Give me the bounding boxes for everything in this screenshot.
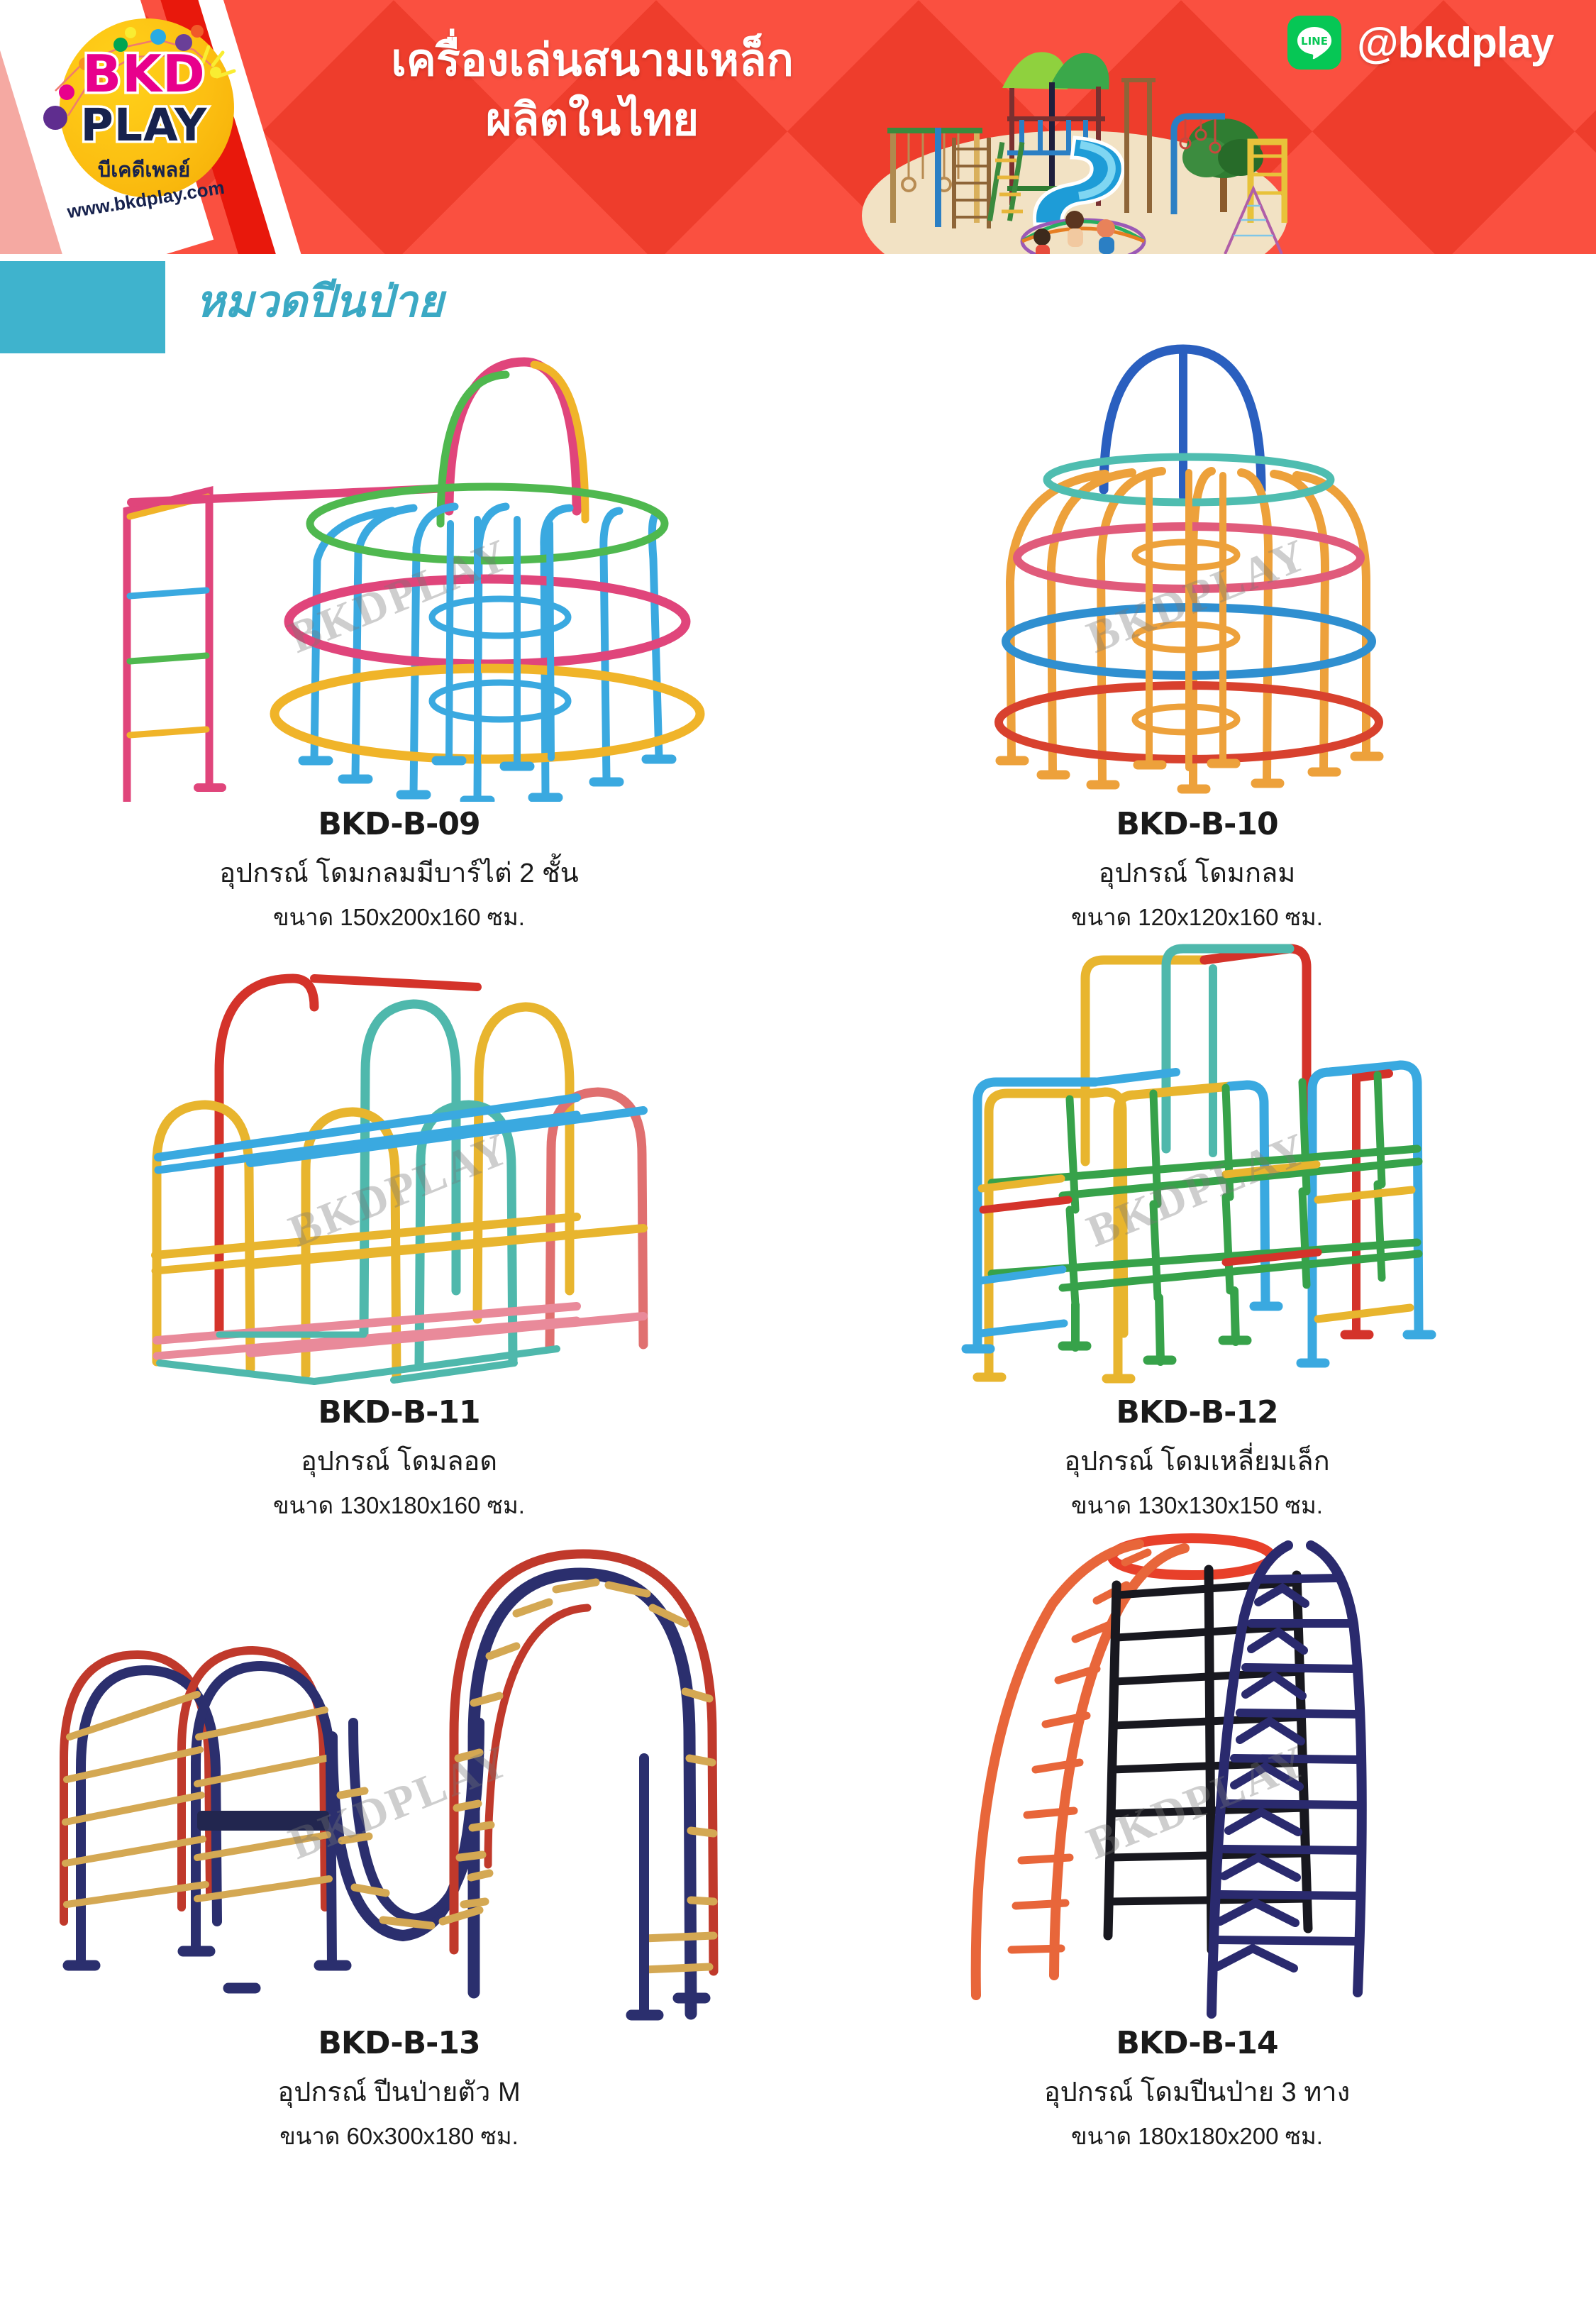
product-name: อุปกรณ์ โดมเหลี่ยมเล็ก <box>1064 1447 1330 1477</box>
product-caption: BKD-B-10 อุปกรณ์ โดมกลม ขนาด 120x120x160… <box>1071 806 1323 936</box>
product-size: ขนาด 60x300x180 ซม. <box>279 2123 519 2149</box>
round-dome-graphic <box>994 344 1383 794</box>
product-row: BKDPLAY BKD-B-13 อุปกรณ์ ปีนป่ายตัว M ขน… <box>0 1524 1596 2155</box>
product-caption: BKD-B-13 อุปกรณ์ ปีนป่ายตัว M ขนาด 60x30… <box>277 2025 520 2155</box>
product-name: อุปกรณ์ โดมลอด <box>300 1447 498 1477</box>
product-card[interactable]: BKDPLAY BKD-B-14 อุปกรณ์ โดมปีนป่าย 3 ทา… <box>798 1524 1596 2155</box>
logo-play-text: PLAY <box>78 97 209 154</box>
logo-blob <box>60 18 234 197</box>
product-image-bkd-b-12: BKDPLAY <box>798 936 1596 1390</box>
product-size: ขนาด 150x200x160 ซม. <box>273 904 525 930</box>
product-caption: BKD-B-11 อุปกรณ์ โดมลอด ขนาด 130x180x160… <box>273 1394 525 1524</box>
product-code: BKD-B-14 <box>1116 2025 1278 2061</box>
product-row: BKDPLAY BKD-B-09 อุปกรณ์ โดมกลมมีบาร์ไต่… <box>0 333 1596 936</box>
product-name: อุปกรณ์ โดมปีนป่าย 3 ทาง <box>1043 2078 1351 2107</box>
header-title: เครื่องเล่นสนามเหล็ก ผลิตในไทย <box>333 31 851 150</box>
m-shape-climber-graphic <box>59 1549 718 2021</box>
product-card[interactable]: BKDPLAY BKD-B-11 อุปกรณ์ โดมลอด ขนาด 130… <box>0 936 798 1524</box>
header-title-line-1: เครื่องเล่นสนามเหล็ก <box>391 35 794 85</box>
category-accent-block <box>0 261 165 353</box>
product-card[interactable]: BKDPLAY BKD-B-12 อุปกรณ์ โดมเหลี่ยมเล็ก … <box>798 936 1596 1524</box>
logo-confetti-icon <box>43 25 236 130</box>
playground-illustration <box>862 52 1287 254</box>
line-icon-text: LINE <box>1301 35 1328 48</box>
product-grid: BKDPLAY BKD-B-09 อุปกรณ์ โดมกลมมีบาร์ไต่… <box>0 333 1596 2155</box>
logo-thai-text: บีเคดีเพลย์ <box>97 159 191 182</box>
product-code: BKD-B-10 <box>1116 806 1278 842</box>
line-icon[interactable]: LINE <box>1287 16 1341 70</box>
product-size: ขนาด 120x120x160 ซม. <box>1071 904 1323 930</box>
product-image-bkd-b-13: BKDPLAY <box>0 1524 798 2021</box>
product-card[interactable]: BKDPLAY BKD-B-09 อุปกรณ์ โดมกลมมีบาร์ไต่… <box>0 333 798 936</box>
product-image-bkd-b-10: BKDPLAY <box>798 333 1596 802</box>
product-size: ขนาด 180x180x200 ซม. <box>1071 2123 1323 2149</box>
product-size: ขนาด 130x180x160 ซม. <box>273 1492 525 1518</box>
product-card[interactable]: BKDPLAY BKD-B-13 อุปกรณ์ ปีนป่ายตัว M ขน… <box>0 1524 798 2155</box>
product-caption: BKD-B-12 อุปกรณ์ โดมเหลี่ยมเล็ก ขนาด 130… <box>1064 1394 1329 1524</box>
dome-with-climbing-bar-graphic <box>123 357 704 802</box>
page-header: BKD PLAY บีเคดีเพลย์ www.bkdplay.com เคร… <box>0 0 1596 254</box>
product-image-bkd-b-14: BKDPLAY <box>798 1524 1596 2021</box>
product-image-bkd-b-11: BKDPLAY <box>0 936 798 1390</box>
line-contact-badge[interactable]: LINE @bkdplay <box>1287 16 1554 70</box>
product-image-bkd-b-09: BKDPLAY <box>0 333 798 802</box>
product-caption: BKD-B-14 อุปกรณ์ โดมปีนป่าย 3 ทาง ขนาด 1… <box>1044 2025 1350 2155</box>
product-caption: BKD-B-09 อุปกรณ์ โดมกลมมีบาร์ไต่ 2 ชั้น … <box>219 806 578 936</box>
logo-bkd-text: BKD <box>80 42 207 106</box>
category-title: หมวดปีนป่าย <box>196 277 444 326</box>
product-code: BKD-B-13 <box>318 2025 480 2061</box>
product-code: BKD-B-11 <box>318 1394 480 1430</box>
square-dome-tower-graphic <box>961 944 1436 1384</box>
product-size: ขนาด 130x130x150 ซม. <box>1071 1492 1323 1518</box>
product-name: อุปกรณ์ โดมกลม <box>1098 859 1296 888</box>
line-bubble-icon: LINE <box>1297 27 1332 60</box>
product-code: BKD-B-12 <box>1116 1394 1278 1430</box>
brand-logo: BKD PLAY บีเคดีเพลย์ www.bkdplay.com <box>34 6 254 250</box>
line-handle-text: @bkdplay <box>1357 18 1554 67</box>
header-title-line-2: ผลิตในไทย <box>485 94 699 145</box>
three-way-climbing-dome-graphic <box>970 1533 1367 2019</box>
product-card[interactable]: BKDPLAY BKD-B-10 อุปกรณ์ โดมกลม ขนาด 120… <box>798 333 1596 936</box>
product-row: BKDPLAY BKD-B-11 อุปกรณ์ โดมลอด ขนาด 130… <box>0 936 1596 1524</box>
arch-tunnel-dome-graphic <box>150 973 648 1385</box>
product-code: BKD-B-09 <box>318 806 480 842</box>
product-name: อุปกรณ์ โดมกลมมีบาร์ไต่ 2 ชั้น <box>219 859 579 888</box>
product-name: อุปกรณ์ ปีนป่ายตัว M <box>277 2078 521 2107</box>
